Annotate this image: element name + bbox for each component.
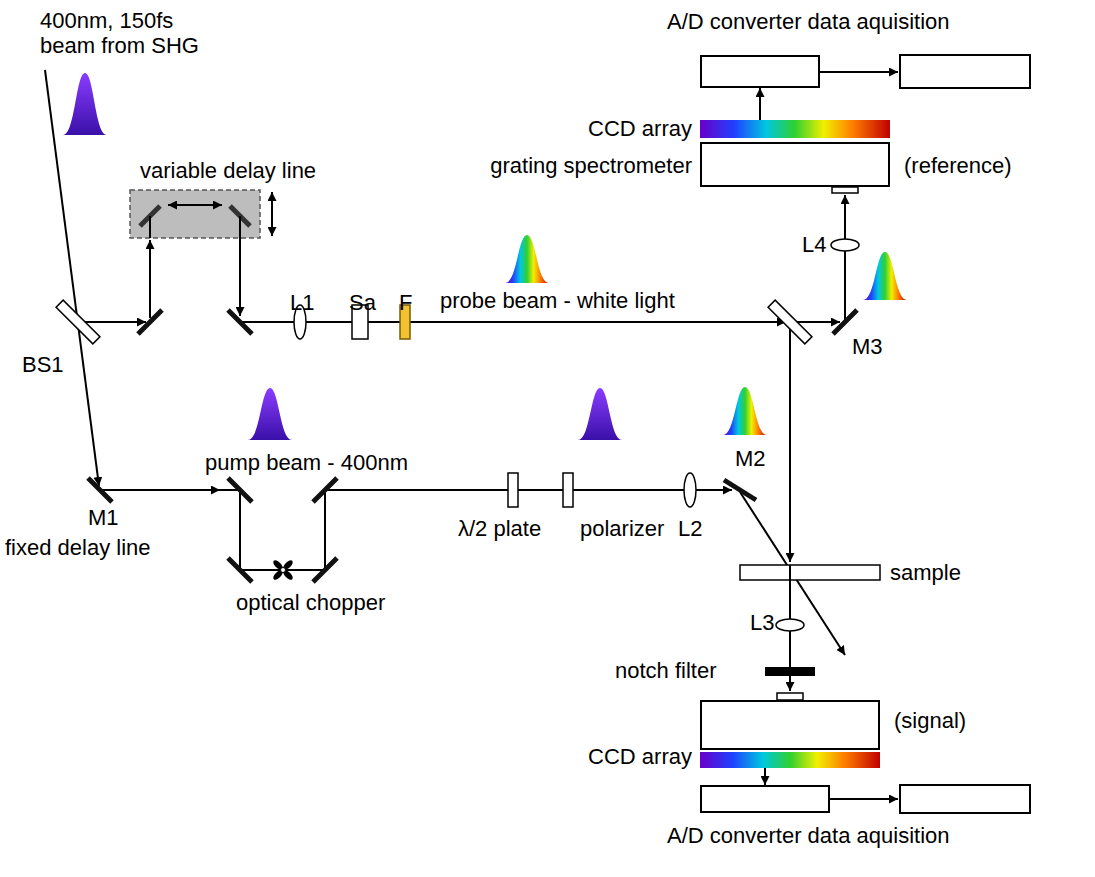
computer-box: [900, 785, 1030, 813]
beam-path: [45, 70, 900, 691]
entrance-slit: [832, 187, 858, 193]
node-text: A/D converter data aquisition: [667, 9, 950, 34]
computer-box: A/D converter data aquisition: [700, 785, 830, 813]
component-label: F: [399, 290, 412, 315]
spectrometer: CCD arraygrating spectrometer(reference): [700, 120, 890, 187]
signal-arrow: [759, 88, 761, 120]
computer-box: [900, 55, 1030, 88]
component-label: L4: [802, 232, 826, 257]
component-label: fixed delay line: [5, 535, 151, 560]
pulse-shape: [63, 73, 907, 440]
node-text: A/D converter data aquisition: [667, 823, 950, 848]
ccd-array: [700, 752, 880, 768]
component-label: λ/2 plate: [458, 516, 541, 541]
waveplate: [508, 473, 518, 507]
signal-arrow: [820, 71, 898, 73]
component-label: pump beam - 400nm: [205, 450, 408, 475]
component-label: M1: [88, 505, 119, 530]
mirror: [88, 310, 857, 582]
component-label: notch filter: [615, 658, 717, 683]
component-label: Sa: [349, 290, 376, 315]
component-label: optical chopper: [236, 590, 385, 615]
computer-box: A/D converter data aquisition: [700, 55, 820, 88]
polarizer: [563, 473, 573, 507]
chopper: [272, 559, 295, 582]
component-label: L3: [750, 610, 774, 635]
component-label: M2: [735, 446, 766, 471]
signal-arrow: [764, 768, 766, 785]
mirror: [140, 206, 250, 226]
entrance-slit: [777, 693, 803, 700]
component-label: M3: [852, 334, 883, 359]
beam-splitter: [56, 300, 812, 344]
component-label: BS1: [22, 352, 64, 377]
node-text: (reference): [904, 153, 1012, 178]
spectrometer-box: [700, 700, 880, 750]
component-label: probe beam - white light: [440, 288, 675, 313]
sample-plate: [740, 565, 880, 580]
component-label: L2: [678, 516, 702, 541]
component-label: L1: [290, 290, 314, 315]
signal-arrow: [830, 798, 898, 800]
component-label: variable delay line: [140, 158, 316, 183]
component-label: polarizer: [580, 516, 664, 541]
component-label: 400nm, 150fs beam from SHG: [40, 8, 218, 59]
spectrometer-box: [700, 142, 890, 187]
node-text: CCD array: [588, 744, 692, 769]
delay-stage: [130, 190, 260, 238]
node-text: grating spectrometer: [490, 153, 692, 178]
node-text: CCD array: [588, 116, 692, 141]
ccd-array: [700, 120, 890, 138]
spectrometer: (signal)CCD array: [700, 700, 880, 768]
node-text: (signal): [894, 708, 966, 733]
component-label: sample: [890, 560, 961, 585]
notch-filter: [765, 667, 815, 676]
